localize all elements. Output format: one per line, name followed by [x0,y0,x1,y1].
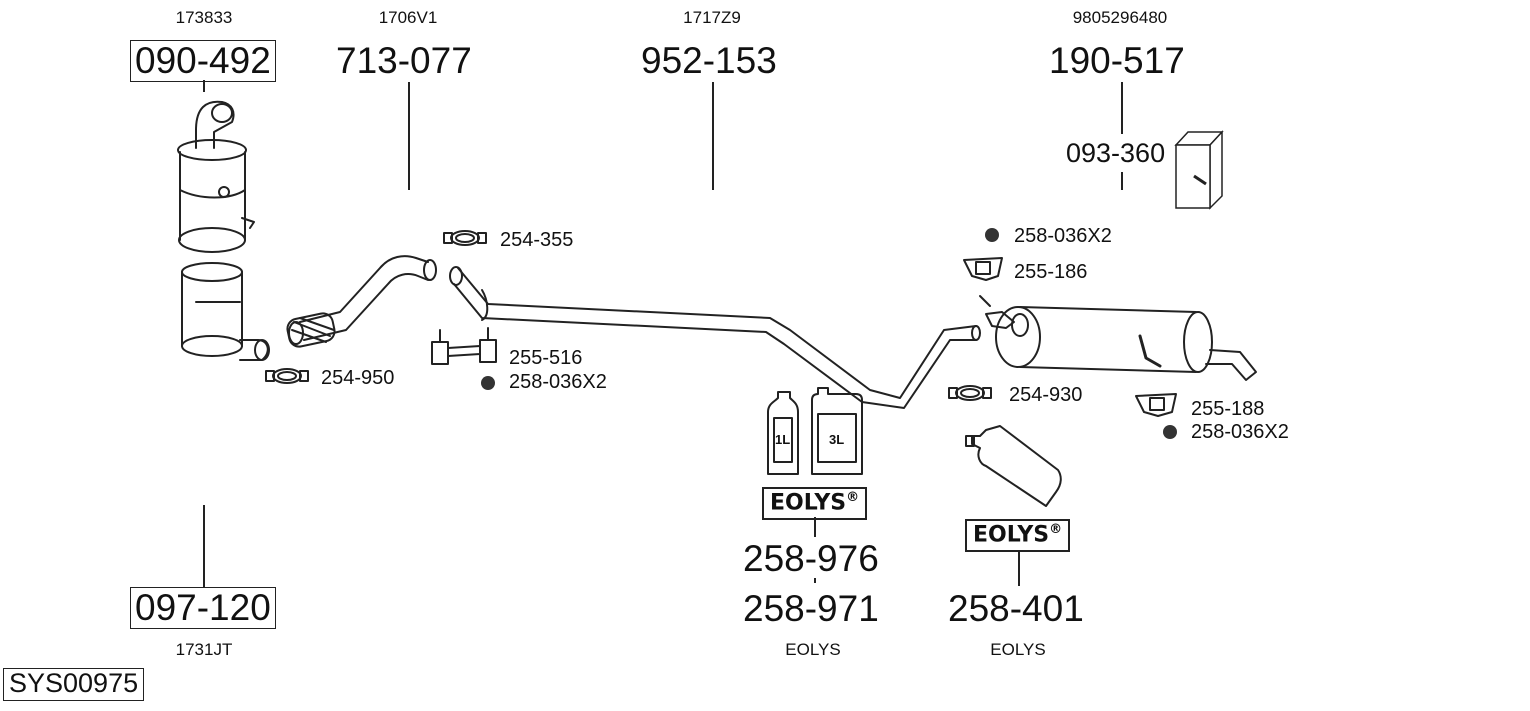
registered-mark: ® [1049,522,1063,537]
nut-icon [481,376,495,390]
leader-line [1018,550,1020,586]
leader-line [1121,82,1123,134]
eolys-bottles-drawing [767,387,863,475]
rear-silencer-drawing [979,295,1257,381]
eolys-bag-drawing [965,425,1062,507]
accessory-label[interactable]: 258-036X2 [1191,421,1289,443]
leader-line [814,578,816,583]
accessory-label[interactable]: 254-930 [1009,384,1083,406]
leader-line [712,82,714,190]
part-number-dpf[interactable]: 090-492 [130,40,276,82]
part-number-eolys-bag[interactable]: 258-401 [948,588,1084,629]
eolys-brand-box: EOLYS® [762,487,868,520]
accessory-label[interactable]: 254-355 [500,229,574,251]
leader-line [408,82,410,190]
eolys-brand-label: EOLYS [770,490,847,516]
bottle-label-1l: 1L [775,432,791,447]
oem-ref: 9805296480 [1072,8,1168,27]
registered-mark: ® [846,490,860,505]
part-number-mounting-kit[interactable]: 093-360 [1066,138,1166,168]
mount-255-188-drawing [1135,393,1177,417]
oem-ref: EOLYS [785,640,841,659]
accessory-label[interactable]: 255-188 [1191,398,1265,420]
accessory-label[interactable]: 255-516 [509,347,583,369]
dpf-drawing [177,100,255,253]
accessory-label[interactable]: 258-036X2 [1014,225,1112,247]
part-number-eolys-fluid-alt[interactable]: 258-971 [743,588,879,629]
bosal-kit-box-icon [1174,130,1224,210]
system-code: SYS00975 [3,668,145,701]
nut-icon [1163,425,1177,439]
oem-ref: 173833 [175,8,233,27]
catalyst-lower-drawing [181,262,270,361]
clamp-254-950-drawing [265,368,309,384]
leader-line [203,505,205,587]
accessory-label[interactable]: 254-950 [321,367,395,389]
eolys-brand-label: EOLYS [973,522,1050,548]
mount-255-516-drawing [431,327,497,365]
part-number-middle-pipe[interactable]: 952-153 [641,40,777,81]
accessory-label[interactable]: 255-186 [1014,261,1088,283]
nut-icon [985,228,999,242]
nut-icons [481,228,1177,439]
front-pipe-drawing [286,255,437,348]
leader-line [203,80,205,92]
clamp-254-930-drawing [948,385,992,401]
part-number-front-pipe[interactable]: 713-077 [336,40,472,81]
oem-ref: EOLYS [990,640,1046,659]
bottle-label-3l: 3L [829,432,845,447]
mount-255-186-drawing [963,257,1003,281]
leader-line [1121,172,1123,190]
part-number-eolys-fluid[interactable]: 258-976 [743,538,879,579]
oem-ref: 1706V1 [378,8,438,27]
accessory-label[interactable]: 258-036X2 [509,371,607,393]
oem-ref: 1731JT [175,640,233,659]
eolys-brand-box: EOLYS® [965,519,1071,552]
part-number-rear-silencer[interactable]: 190-517 [1049,40,1185,81]
part-number-catalyst[interactable]: 097-120 [130,587,276,629]
middle-pipe-drawing [449,266,981,409]
clamp-254-355-drawing [443,230,487,246]
leader-line [814,517,816,537]
oem-ref: 1717Z9 [683,8,741,27]
